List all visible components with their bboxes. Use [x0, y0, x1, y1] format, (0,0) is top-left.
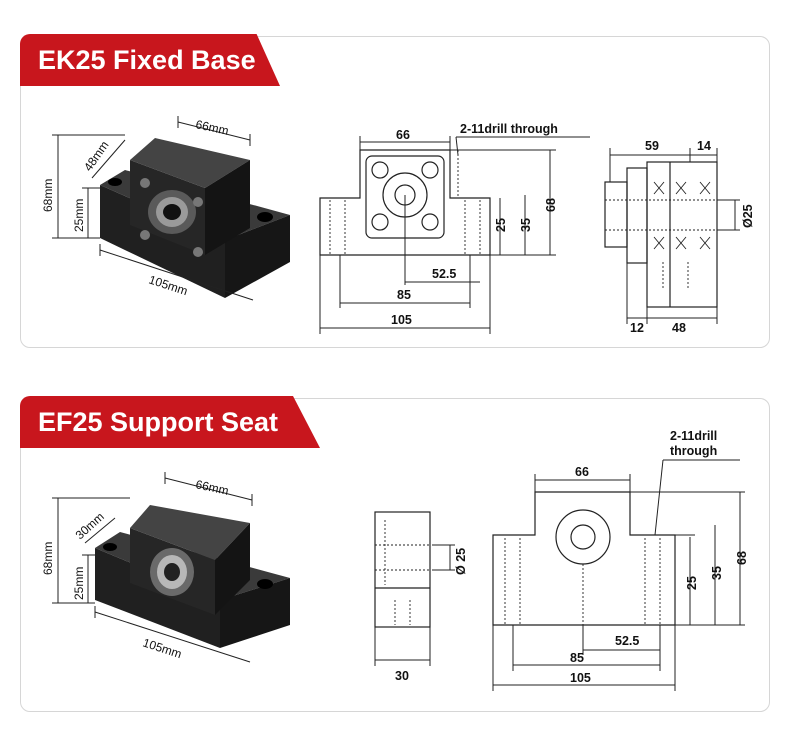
ek25-front-drill-note: 2-11drill through: [460, 122, 558, 136]
ek25-title-banner: EK25 Fixed Base: [20, 34, 280, 86]
ef25-side-width: 30: [395, 669, 409, 683]
ef25-front-top-width: 66: [575, 465, 589, 479]
ek25-side-top-b: 14: [697, 139, 711, 153]
ek25-front-hole-offset: 52.5: [432, 267, 456, 281]
ef25-title-banner: EF25 Support Seat: [20, 396, 320, 448]
ek25-front-top-width: 66: [396, 128, 410, 142]
ef25-front-h-mid: 35: [710, 566, 724, 580]
ef25-front-hole-offset: 52.5: [615, 634, 639, 648]
ef25-front-h-center: 25: [685, 576, 699, 590]
ek25-photo-center-label: 25mm: [72, 199, 86, 232]
ek25-side-bore: Ø25: [741, 204, 755, 228]
ek25-photo-height-label: 68mm: [41, 179, 55, 212]
ek25-front-h-mid: 35: [519, 218, 533, 232]
ef25-side-bore: Ø 25: [454, 548, 468, 575]
ek25-block-render: [100, 138, 290, 298]
ek25-front-total-length: 105: [391, 313, 412, 327]
ef25-front-h-total: 68: [735, 551, 749, 565]
ef25-photo-width-label: 66mm: [194, 477, 230, 498]
ef25-photo-height-label: 68mm: [41, 542, 55, 575]
ek25-photo-width-label: 66mm: [194, 117, 230, 138]
ek25-front-h-total: 68: [544, 198, 558, 212]
ek25-side-top-a: 59: [645, 139, 659, 153]
ef25-front-drill-note-line2: through: [670, 444, 717, 458]
ef25-front-drill-note-line1: 2-11drill: [670, 429, 717, 443]
ef25-front-hole-spacing: 85: [570, 651, 584, 665]
ef25-front-total-length: 105: [570, 671, 591, 685]
ek25-front-hole-spacing: 85: [397, 288, 411, 302]
ek25-side-bottom-b: 48: [672, 321, 686, 335]
ef25-block-render: [95, 505, 290, 648]
ef25-photo-center-label: 25mm: [72, 567, 86, 600]
ek25-front-h-center: 25: [494, 218, 508, 232]
ek25-side-bottom-a: 12: [630, 321, 644, 335]
